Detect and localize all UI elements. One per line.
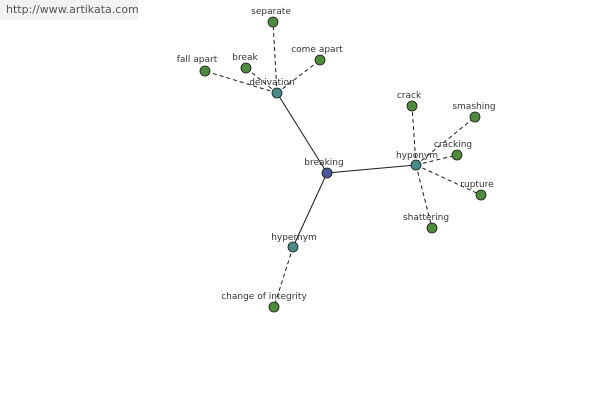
node-crack[interactable]: crack bbox=[397, 91, 422, 112]
term-node-circle[interactable] bbox=[268, 301, 280, 313]
node-label-fall-apart: fall apart bbox=[177, 55, 218, 65]
edge-breaking-hyponym bbox=[326, 164, 417, 174]
node-hypernym[interactable]: hypernym bbox=[271, 233, 317, 253]
root-node-circle[interactable] bbox=[321, 167, 333, 179]
edge-hyponym-rupture bbox=[415, 164, 482, 196]
edge-hyponym-crack bbox=[411, 105, 417, 166]
node-separate[interactable]: separate bbox=[251, 7, 291, 28]
term-node-circle[interactable] bbox=[314, 54, 326, 66]
term-node-circle[interactable] bbox=[451, 149, 463, 161]
node-smashing[interactable]: smashing bbox=[452, 102, 496, 123]
node-rupture[interactable]: rupture bbox=[460, 180, 494, 201]
node-shattering[interactable]: shattering bbox=[403, 213, 449, 234]
node-derivation[interactable]: derivation bbox=[249, 78, 295, 99]
node-label-change-of-integrity: change of integrity bbox=[221, 292, 307, 302]
term-node-circle[interactable] bbox=[406, 100, 418, 112]
node-hyponym[interactable]: hyponym bbox=[396, 151, 438, 171]
node-label-come-apart: come apart bbox=[291, 45, 343, 55]
edge-hyponym-smashing bbox=[415, 116, 476, 166]
graph-edges bbox=[204, 21, 482, 308]
node-come-apart[interactable]: come apart bbox=[291, 45, 343, 66]
node-label-rupture: rupture bbox=[460, 180, 494, 190]
term-node-circle[interactable] bbox=[240, 62, 252, 74]
term-node-circle[interactable] bbox=[199, 65, 211, 77]
site-url-watermark: http://www.artikata.com bbox=[0, 0, 139, 20]
node-label-cracking: cracking bbox=[434, 140, 472, 150]
term-node-circle[interactable] bbox=[426, 222, 438, 234]
relation-node-circle[interactable] bbox=[410, 159, 422, 171]
node-label-hypernym: hypernym bbox=[271, 233, 317, 243]
edge-derivation-separate bbox=[272, 21, 278, 94]
node-label-crack: crack bbox=[397, 91, 422, 101]
edge-derivation-come-apart bbox=[276, 59, 321, 94]
node-label-smashing: smashing bbox=[452, 102, 495, 112]
edge-breaking-hypernym bbox=[292, 172, 328, 248]
node-change-of-integrity[interactable]: change of integrity bbox=[221, 292, 307, 313]
node-label-breaking: breaking bbox=[304, 158, 343, 168]
edge-derivation-fall-apart bbox=[204, 70, 278, 94]
graph-nodes: separate fall apart break come apart crack sm… bbox=[177, 7, 496, 313]
node-label-separate: separate bbox=[251, 7, 291, 17]
relation-node-circle[interactable] bbox=[271, 87, 283, 99]
node-label-derivation: derivation bbox=[249, 78, 295, 88]
term-node-circle[interactable] bbox=[475, 189, 487, 201]
node-fall-apart[interactable]: fall apart bbox=[177, 55, 218, 77]
node-label-break: break bbox=[232, 53, 258, 63]
node-break[interactable]: break bbox=[232, 53, 259, 74]
term-node-circle[interactable] bbox=[267, 16, 279, 28]
node-label-hyponym: hyponym bbox=[396, 151, 438, 161]
node-breaking[interactable]: breaking bbox=[304, 158, 344, 179]
node-label-shattering: shattering bbox=[403, 213, 449, 223]
edge-hypernym-change-of-integrity bbox=[273, 246, 294, 308]
relation-node-circle[interactable] bbox=[287, 241, 299, 253]
node-cracking[interactable]: cracking bbox=[434, 140, 472, 161]
edge-breaking-derivation bbox=[276, 92, 328, 174]
edge-hyponym-shattering bbox=[415, 164, 433, 229]
term-node-circle[interactable] bbox=[469, 111, 481, 123]
edge-hyponym-cracking bbox=[415, 154, 458, 166]
